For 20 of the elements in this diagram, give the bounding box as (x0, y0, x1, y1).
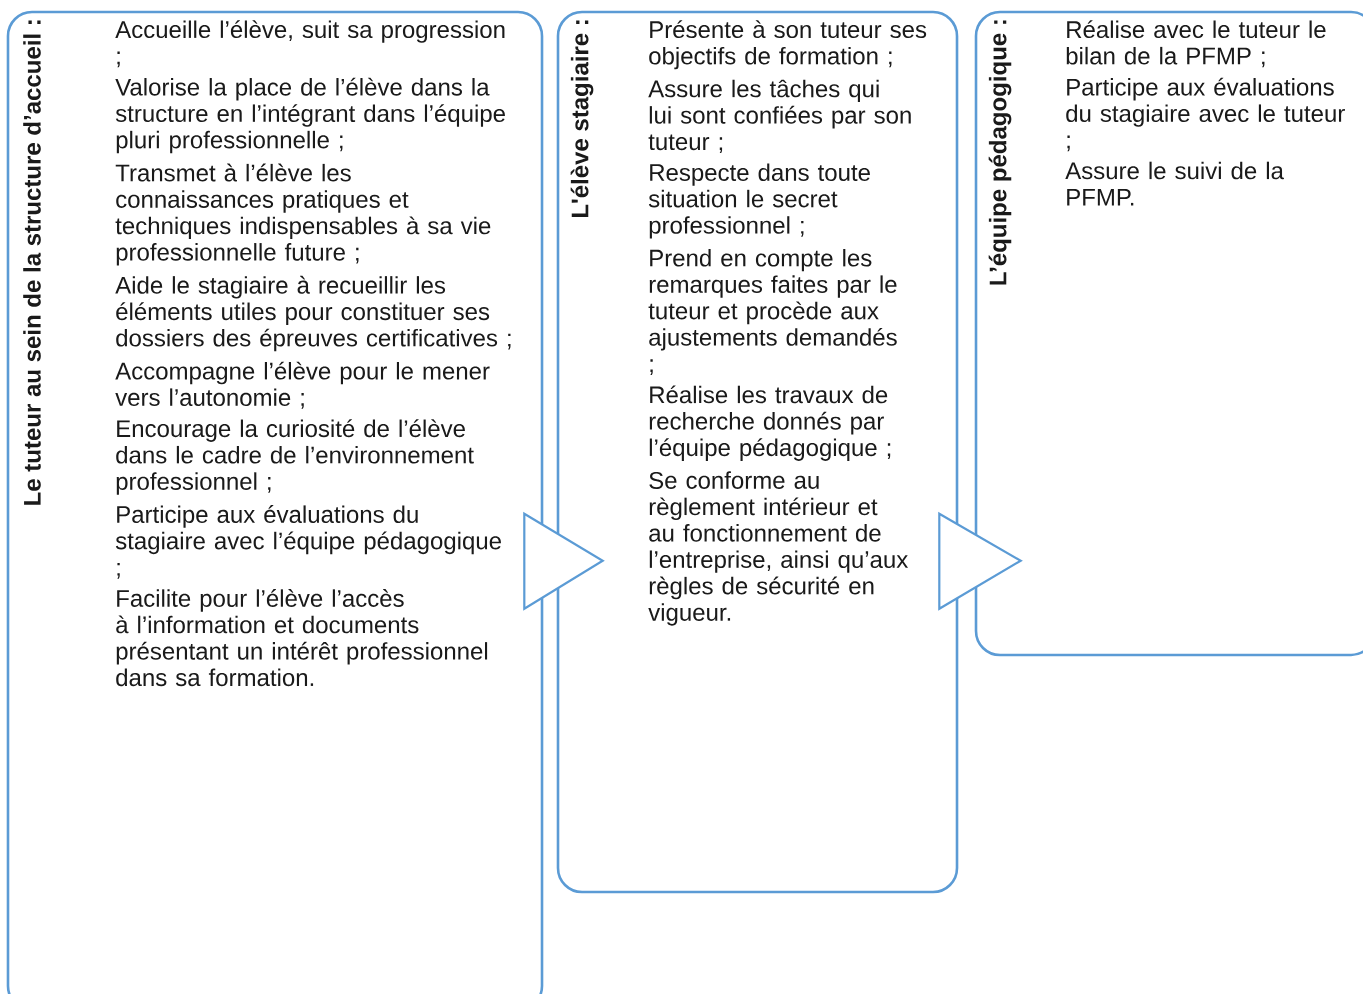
list-item: Accompagne l’élève pour le mener vers l’autonomie ; (115, 361, 490, 409)
list-item: Se conforme au règlement intérieur et au fonctionnement de l’entreprise, ainsi qu’aux règles de sécurité en vigueur. (648, 471, 908, 626)
list-item: Facilite pour l’élève l’accès à l’information et documents présentant un intérêt professionnel dans sa formation. (116, 589, 488, 687)
list-item: Assure les tâches qui lui sont confiées par son tuteur ; (648, 79, 911, 153)
panel-title: Le tuteur au sein de la structure d’accueil : (23, 20, 41, 505)
list-item: Réalise avec le tuteur le bilan de la PFMP ; (1066, 20, 1326, 68)
list-item: Participe aux évaluations du stagiaire avec l’équipe pédagogique ; (115, 505, 501, 579)
list-item: Prend en compte les remarques faites par le tuteur et procède aux ajustements demandés ; (648, 248, 897, 376)
list-item: Respecte dans toute situation le secret professionnel ; (648, 163, 870, 239)
list-item: Transmet à l’élève les connaissances pratiques et techniques indispensables à sa vie professionnelle future ; (115, 163, 491, 266)
list-item: Assure le suivi de la PFMP. (1065, 161, 1284, 206)
list-item: Présente à son tuteur ses objectifs de formation ; (649, 20, 927, 70)
panel-title: L'élève stagiaire : (570, 20, 594, 218)
list-item: Aide le stagiaire à recueillir les éléments utiles pour constituer ses dossiers des épreuves certificatives ; (115, 275, 511, 352)
list-item: Accueille l’élève, suit sa progression ; (115, 20, 505, 68)
list-item: Valorise la place de l’élève dans la structure en l’intégrant dans l’équipe pluri professionnelle ; (115, 77, 505, 154)
panel-title: L’équipe pédagogique : (988, 20, 1012, 285)
list-item: Participe aux évaluations du stagiaire avec le tuteur ; (1066, 77, 1345, 152)
list-item: Encourage la curiosité de l’élève dans le cadre de l’environnement professionnel ; (116, 419, 474, 495)
list-item: Réalise les travaux de recherche donnés par l’équipe pédagogique ; (649, 385, 891, 461)
